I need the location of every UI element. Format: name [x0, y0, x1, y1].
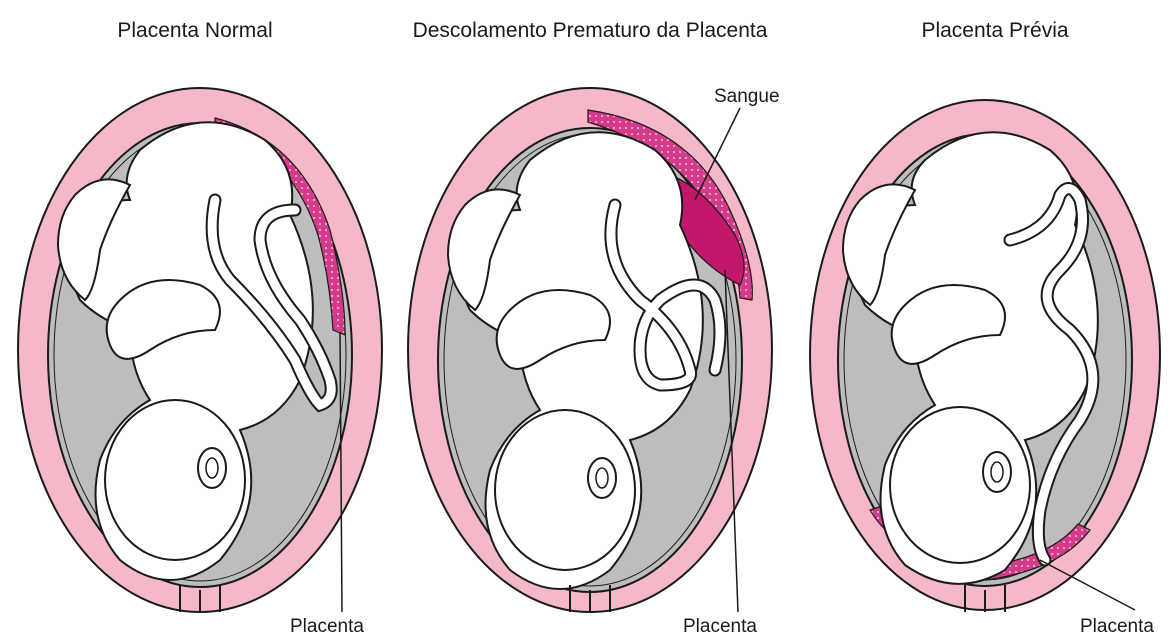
title-normal: Placenta Normal	[70, 17, 320, 44]
panel-abruption	[408, 88, 772, 612]
title-previa: Placenta Prévia	[880, 17, 1110, 44]
panel-normal	[18, 88, 382, 612]
panel-previa	[810, 100, 1160, 612]
fetus-ear-previa	[983, 452, 1011, 492]
label-placenta-normal: Placenta	[290, 616, 364, 638]
label-placenta-abruption: Placenta	[683, 616, 757, 638]
fetus-head-previa	[890, 407, 1030, 563]
fetus-ear-abruption	[588, 458, 616, 498]
label-placenta-previa: Placenta	[1080, 616, 1154, 638]
label-blood: Sangue	[714, 86, 780, 108]
fetus-ear-normal	[198, 448, 226, 488]
title-abruption: Descolamento Prematuro da Placenta	[400, 17, 780, 44]
